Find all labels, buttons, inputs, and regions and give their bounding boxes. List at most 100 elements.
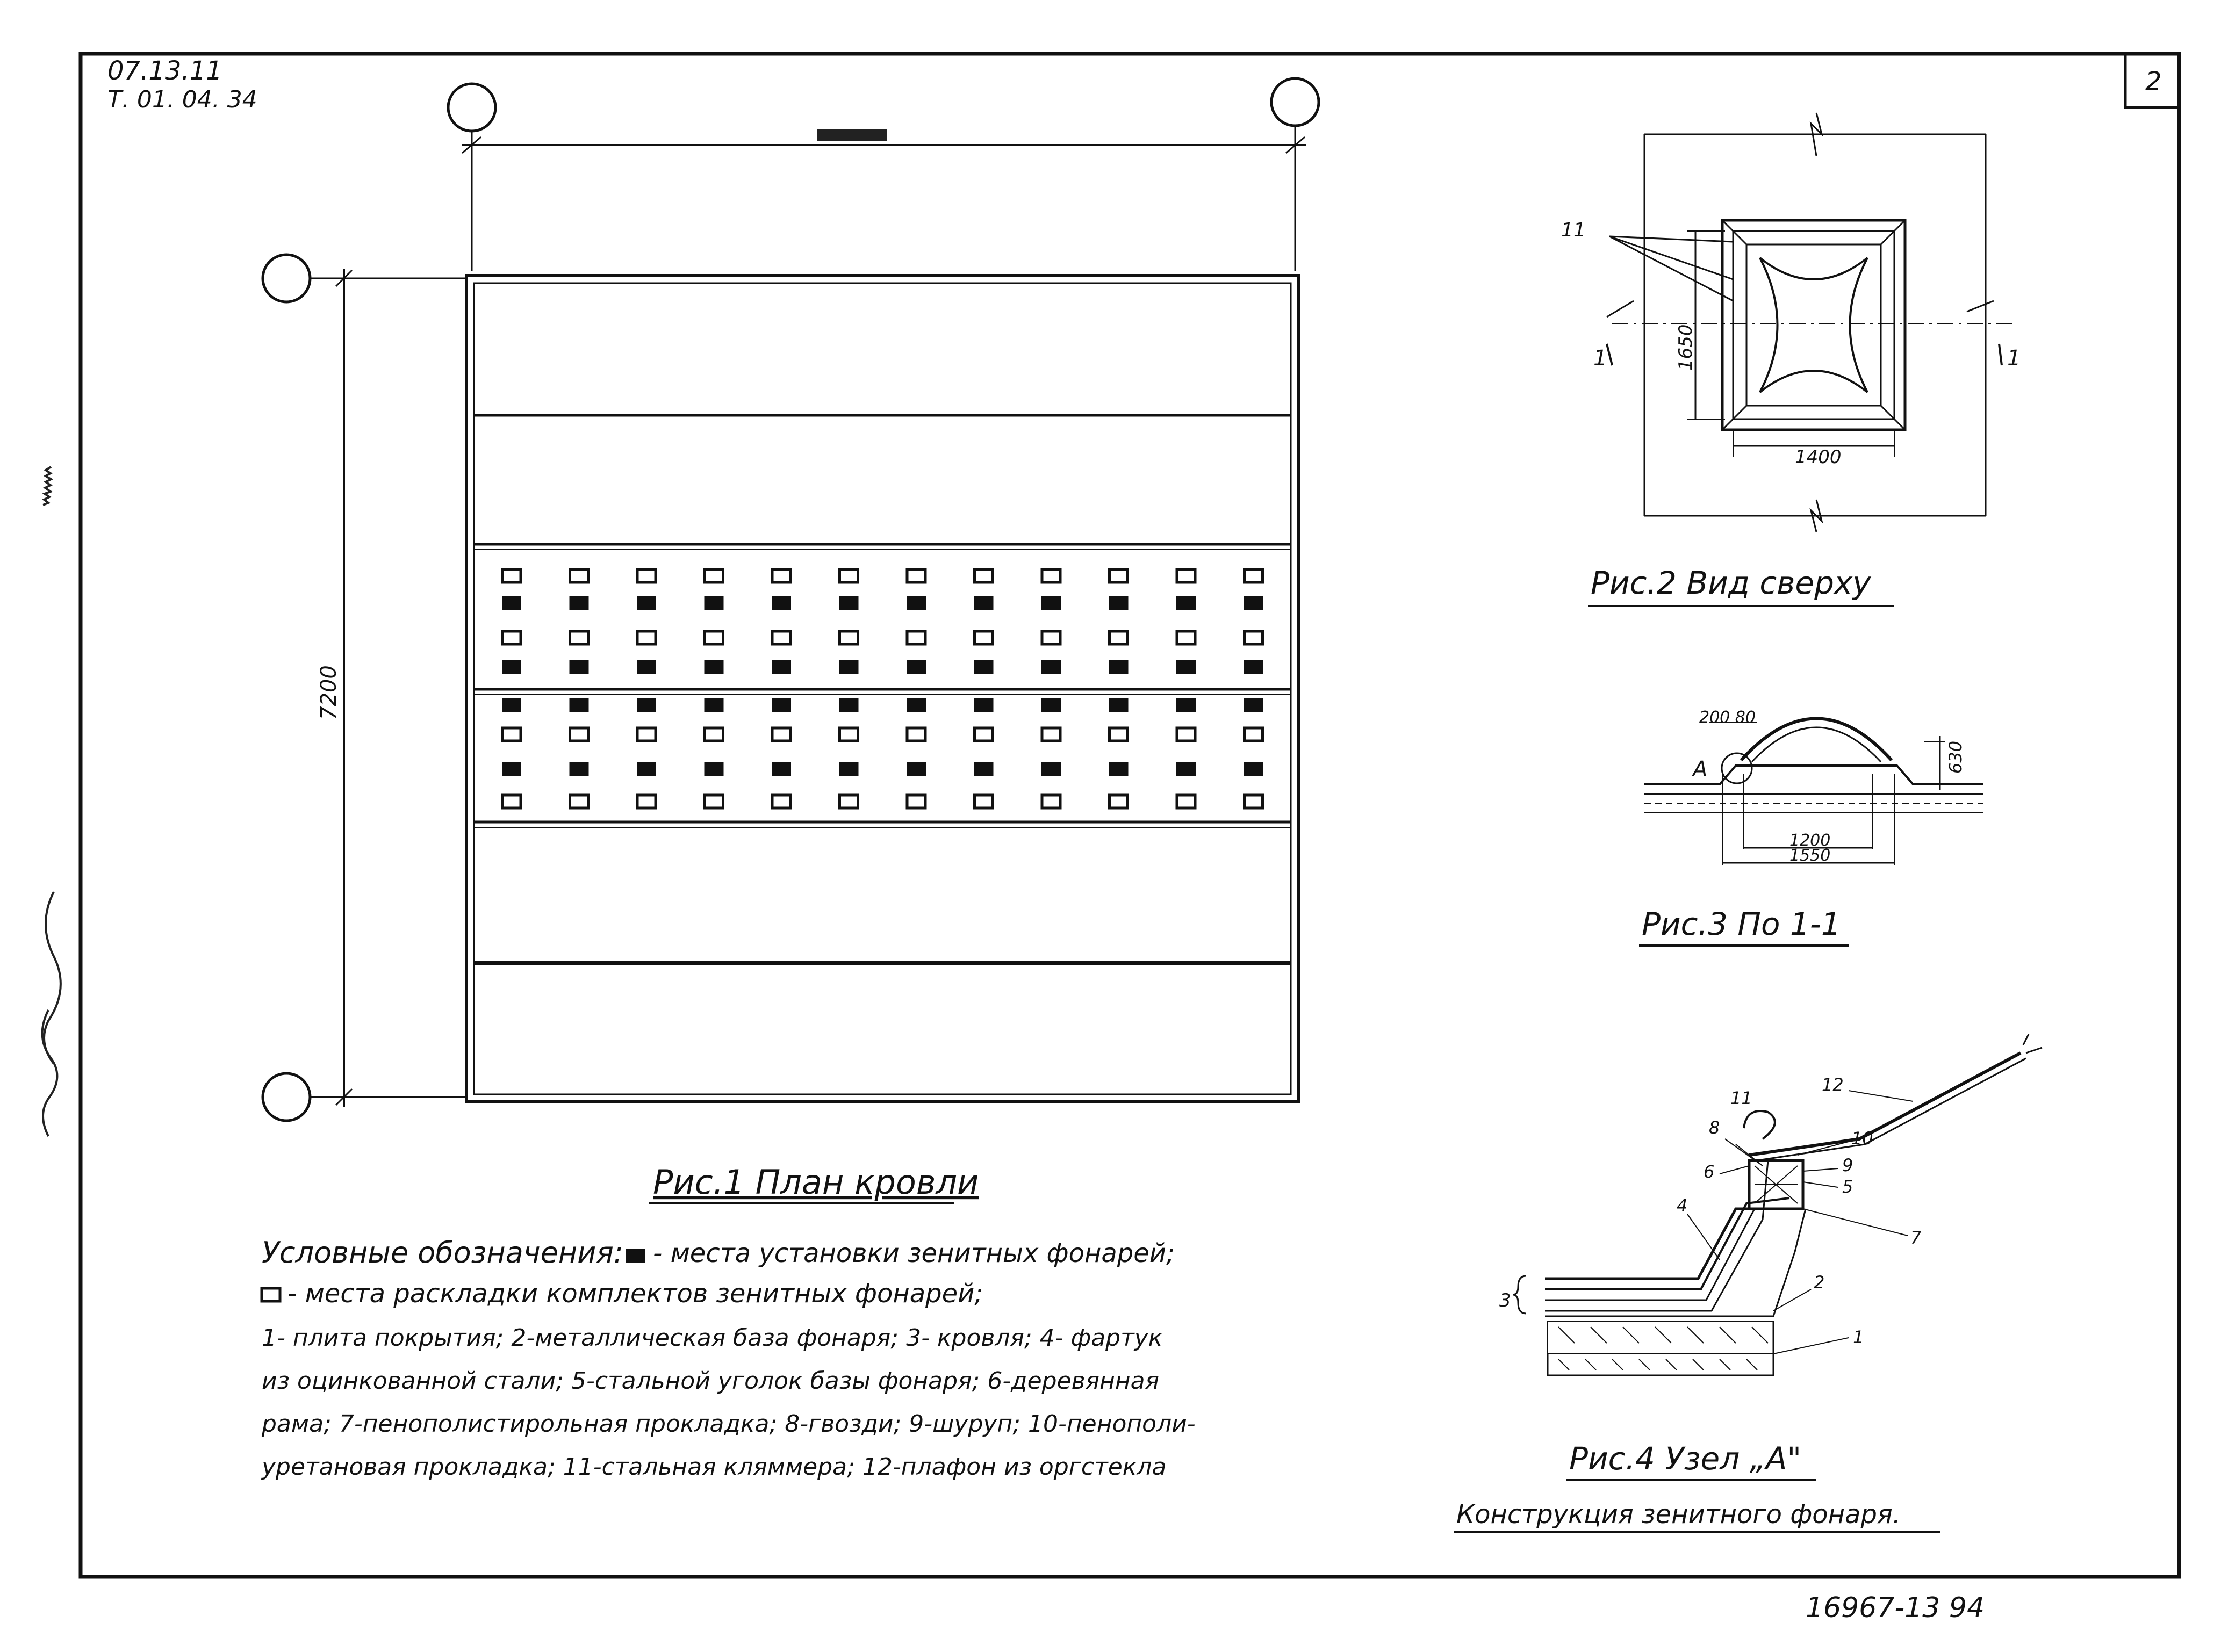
sheet-frame — [78, 52, 2181, 1579]
legend-symbol-filled — [626, 1249, 645, 1263]
skylight-kit-marker — [838, 793, 859, 810]
legend-line4: из оцинкованной стали; 5-стальной уголок… — [262, 1367, 1160, 1395]
skylight-kit-marker — [569, 630, 590, 646]
fig2-label-11: 11 — [1561, 219, 1586, 241]
skylight-installed-marker — [569, 660, 589, 674]
code-line1: 07.13.11 — [107, 56, 222, 86]
skylight-kit-marker — [1108, 793, 1129, 810]
fig4-label-9: 9 — [1842, 1155, 1853, 1175]
skylight-installed-marker — [637, 596, 656, 610]
skylight-installed-marker — [1176, 698, 1196, 712]
legend-line5: рама; 7-пенополистирольная прокладка; 8-… — [262, 1410, 1196, 1438]
skylight-installed-marker — [907, 596, 926, 610]
fig4-drawing — [1512, 1034, 2043, 1376]
skylight-installed-marker — [569, 762, 589, 776]
skylight-kit-marker — [905, 630, 927, 646]
skylight-installed-marker — [974, 660, 994, 674]
fig2-dim-1650: 1650 — [1675, 324, 1697, 371]
skylight-kit-marker — [973, 568, 994, 584]
skylight-installed-marker — [1244, 762, 1263, 776]
skylight-installed-marker — [974, 698, 994, 712]
skylight-kit-marker — [838, 630, 859, 646]
legend-line2: - места раскладки комплектов зенитных фо… — [287, 1279, 983, 1309]
skylight-kit-marker — [703, 726, 724, 742]
fig3-dim-630: 630 — [1945, 741, 1966, 774]
skylight-kit-marker — [1040, 726, 1062, 742]
fig3-dim-1550: 1550 — [1789, 846, 1830, 865]
axis-circle-top-right — [1270, 77, 1320, 127]
skylight-installed-marker — [907, 660, 926, 674]
fig3-node-label: А — [1691, 757, 1707, 782]
fig4-subcaption: Конструкция зенитного фонаря. — [1456, 1499, 1901, 1530]
skylight-kit-marker — [569, 793, 590, 810]
fig4-caption: Рис.4 Узел „А" — [1569, 1440, 1801, 1477]
fig4-label-5: 5 — [1842, 1177, 1853, 1197]
skylight-kit-marker — [501, 630, 522, 646]
legend-symbol-empty — [260, 1287, 282, 1303]
skylight-kit-marker — [1040, 630, 1062, 646]
fig4-label-2: 2 — [1814, 1272, 1824, 1293]
fig4-label-1: 1 — [1853, 1327, 1864, 1347]
skylight-kit-marker — [636, 568, 657, 584]
skylight-installed-marker — [839, 698, 859, 712]
skylight-installed-marker — [1244, 698, 1263, 712]
skylight-installed-marker — [974, 762, 994, 776]
skylight-kit-marker — [1243, 568, 1264, 584]
roof-slab-lines — [474, 414, 1291, 965]
fig4-label-11: 11 — [1730, 1088, 1752, 1108]
bottom-number: 16967-13 94 — [1806, 1592, 1985, 1624]
fig2-dim-1400: 1400 — [1795, 446, 1842, 468]
fig4-label-12: 12 — [1822, 1074, 1844, 1095]
skylight-installed-marker — [1176, 660, 1196, 674]
skylight-kit-marker — [636, 630, 657, 646]
skylight-kit-marker — [636, 793, 657, 810]
fig2-section-left: 1 — [1593, 346, 1607, 371]
skylight-kit-marker — [838, 568, 859, 584]
skylight-kit-marker — [771, 568, 792, 584]
skylight-installed-marker — [704, 660, 724, 674]
skylight-kit-marker — [973, 793, 994, 810]
skylight-installed-marker — [839, 762, 859, 776]
skylight-installed-marker — [637, 762, 656, 776]
skylight-kit-marker — [1175, 630, 1197, 646]
fig1-caption: Рис.1 План кровли — [653, 1163, 979, 1202]
skylight-kit-marker — [501, 793, 522, 810]
side-signatures — [41, 466, 62, 1137]
skylight-installed-marker — [772, 660, 791, 674]
skylight-installed-marker — [1244, 660, 1263, 674]
fig2-section-right: 1 — [2007, 346, 2021, 371]
skylight-installed-marker — [1041, 596, 1061, 610]
fig2-caption: Рис.2 Вид сверху — [1591, 565, 1871, 601]
axis-circle-left-top — [261, 253, 312, 304]
skylight-installed-marker — [704, 762, 724, 776]
fig3-dim-1200: 1200 — [1789, 831, 1830, 850]
skylight-installed-marker — [1176, 596, 1196, 610]
skylight-kit-marker — [1175, 726, 1197, 742]
skylight-installed-marker — [772, 596, 791, 610]
skylight-installed-marker — [569, 698, 589, 712]
legend-title: Условные обозначения: — [262, 1236, 623, 1269]
skylight-kit-marker — [1108, 568, 1129, 584]
dim-width-smudge — [817, 129, 887, 141]
skylight-kit-marker — [501, 726, 522, 742]
skylight-installed-marker — [1109, 698, 1129, 712]
skylight-installed-marker — [907, 762, 926, 776]
fig4-label-8: 8 — [1709, 1117, 1720, 1138]
skylight-installed-marker — [1041, 660, 1061, 674]
skylight-kit-marker — [973, 726, 994, 742]
skylight-installed-marker — [1041, 698, 1061, 712]
skylight-installed-marker — [839, 596, 859, 610]
skylight-kit-marker — [1243, 630, 1264, 646]
skylight-kit-marker — [703, 793, 724, 810]
skylight-kit-marker — [569, 568, 590, 584]
skylight-installed-marker — [974, 596, 994, 610]
fig4-label-10: 10 — [1851, 1128, 1873, 1149]
skylight-installed-marker — [502, 596, 521, 610]
fig3-dim-200-80: 200 80 — [1699, 708, 1756, 727]
fig4-label-7: 7 — [1910, 1228, 1922, 1248]
skylight-installed-marker — [1109, 660, 1129, 674]
skylight-kit-marker — [1243, 793, 1264, 810]
skylight-kit-marker — [771, 726, 792, 742]
skylight-installed-marker — [502, 660, 521, 674]
